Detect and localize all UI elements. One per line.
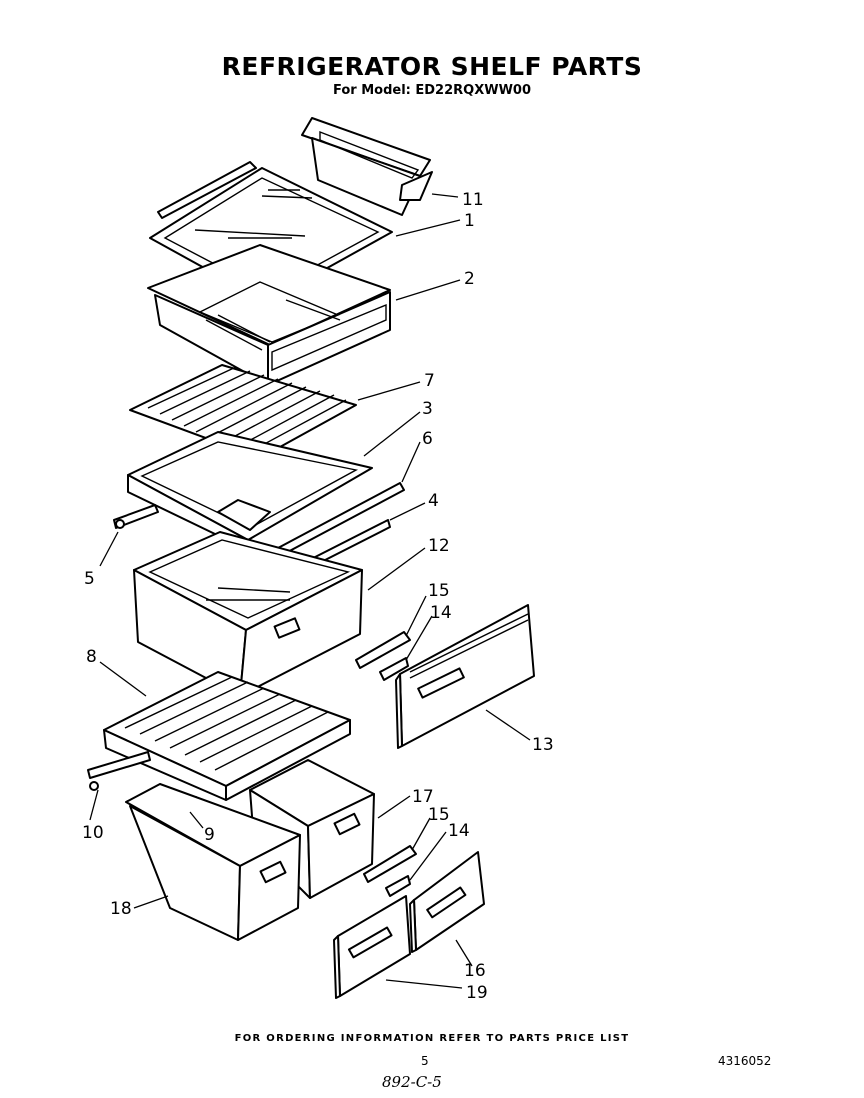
- dairy-bin-part: [301, 117, 433, 216]
- lower-shelf-part: [103, 671, 351, 801]
- callout-label: 11: [462, 190, 484, 210]
- leader-lines: [89, 193, 531, 989]
- crisper-frame-part: [127, 431, 373, 549]
- large-pan-part: [125, 783, 301, 941]
- callout-label: 16: [464, 961, 486, 981]
- document-number: 4316052: [718, 1054, 772, 1068]
- callout-label: 7: [424, 371, 435, 391]
- callout-label: 13: [532, 735, 554, 755]
- callout-label: 19: [466, 983, 488, 1003]
- ordering-note: FOR ORDERING INFORMATION REFER TO PARTS …: [234, 1033, 630, 1044]
- small-front-part: [409, 851, 485, 953]
- callout-label: 4: [428, 491, 439, 511]
- meat-pan-part: [147, 244, 391, 386]
- callout-label: 15: [428, 805, 450, 825]
- callout-label: 10: [82, 823, 104, 843]
- page-title: REFRIGERATOR SHELF PARTS: [221, 52, 643, 81]
- callout-label: 12: [428, 536, 450, 556]
- callout-label: 9: [204, 825, 215, 845]
- callout-label: 5: [84, 569, 95, 589]
- callout-labels: 11 1 2 7 3 6 4 5 12 15 14 8 13 10 9 17 1…: [82, 190, 554, 1003]
- crisper-pan-part: [133, 531, 363, 697]
- lower-front-part: [333, 895, 411, 999]
- callout-label: 14: [448, 821, 470, 841]
- callout-label: 1: [464, 211, 475, 231]
- lower-left-rail-part: [87, 751, 151, 791]
- model-number: For Model: ED22RQXWW00: [332, 83, 531, 98]
- page-number: 5: [421, 1054, 429, 1068]
- callout-label: 6: [422, 429, 433, 449]
- callout-label: 18: [110, 899, 132, 919]
- callout-label: 2: [464, 269, 475, 289]
- crisper-front-part: [395, 604, 535, 749]
- callout-label: 3: [422, 399, 433, 419]
- callout-label: 17: [412, 787, 434, 807]
- callout-label: 8: [86, 647, 97, 667]
- left-rail-part: [113, 504, 159, 529]
- callout-label: 14: [430, 603, 452, 623]
- callout-label: 15: [428, 581, 450, 601]
- upper-slide-part: [355, 631, 411, 681]
- handwritten-note: 892-C-5: [382, 1073, 442, 1091]
- lower-slide-part: [363, 845, 417, 897]
